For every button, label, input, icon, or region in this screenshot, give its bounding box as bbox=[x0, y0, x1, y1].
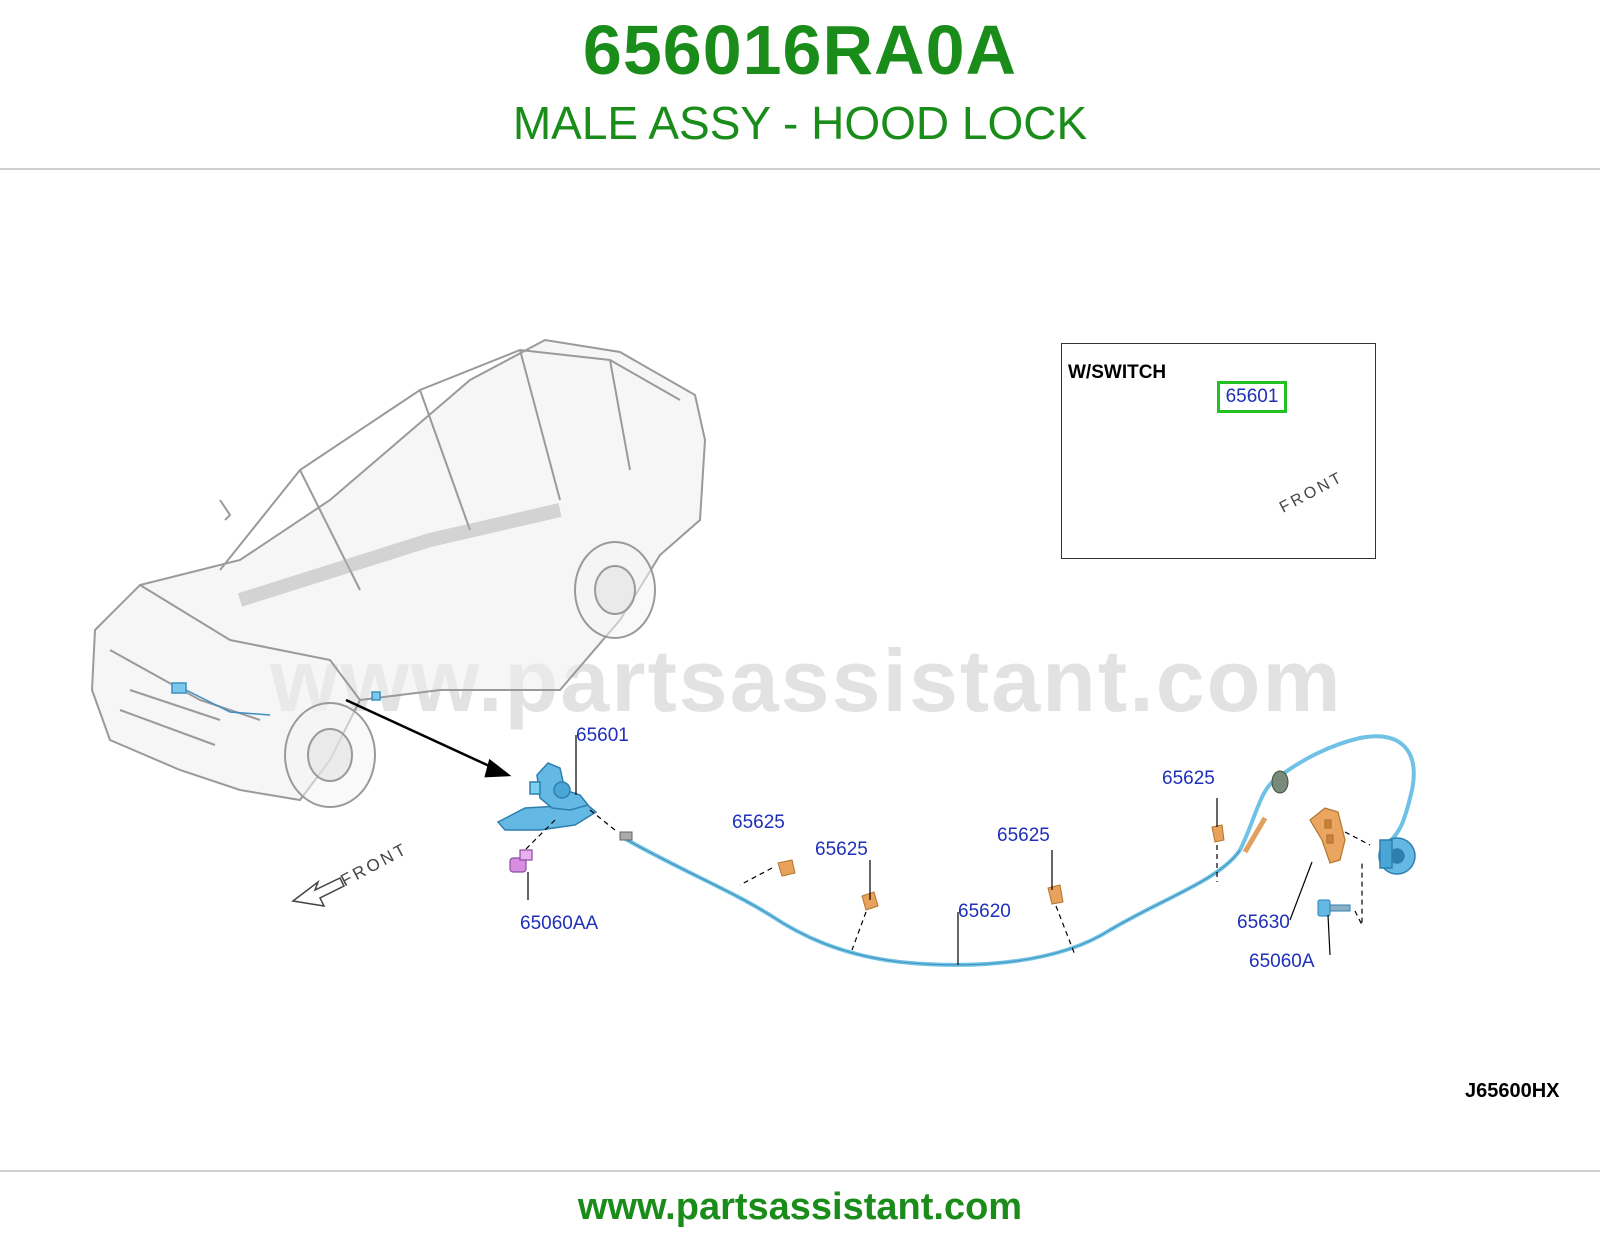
cable-sleeve bbox=[1242, 816, 1268, 854]
inset-callout-highlighted[interactable]: 65601 bbox=[1217, 381, 1287, 413]
bolt-65060A bbox=[1317, 899, 1351, 917]
inset-front-label: FRONT bbox=[1276, 468, 1347, 517]
inset-title: W/SWITCH bbox=[1068, 362, 1167, 383]
page-header: 656016RA0A MALE ASSY - HOOD LOCK bbox=[0, 0, 1600, 168]
bolt-65060AA bbox=[509, 849, 533, 873]
vehicle-illustration bbox=[90, 338, 707, 808]
callout-65625-3[interactable]: 65625 bbox=[997, 825, 1050, 846]
vehicle-hood-lock-marker bbox=[171, 682, 381, 716]
footer-divider bbox=[0, 1170, 1600, 1172]
callout-65601[interactable]: 65601 bbox=[576, 725, 629, 746]
callout-65625-1[interactable]: 65625 bbox=[732, 812, 785, 833]
handle-65630 bbox=[1309, 807, 1346, 864]
inset-w-switch: W/SWITCH FRONT bbox=[1061, 343, 1376, 559]
part-name: MALE ASSY - HOOD LOCK bbox=[512, 97, 1088, 149]
reference-code: J65600HX bbox=[1465, 1080, 1560, 1102]
callout-65060A[interactable]: 65060A bbox=[1249, 951, 1315, 972]
part-number: 656016RA0A bbox=[582, 11, 1018, 89]
header-divider bbox=[0, 168, 1600, 170]
release-handle-part bbox=[1378, 837, 1416, 875]
callout-65620[interactable]: 65620 bbox=[958, 901, 1011, 922]
hood-lock-part bbox=[496, 762, 598, 831]
callout-65060AA[interactable]: 65060AA bbox=[520, 913, 599, 934]
callout-65625-4[interactable]: 65625 bbox=[1162, 768, 1215, 789]
leader-lines bbox=[524, 735, 1371, 965]
hood-release-cable bbox=[619, 734, 1416, 967]
cable-end-fitting bbox=[619, 831, 633, 841]
callout-65625-2[interactable]: 65625 bbox=[815, 839, 868, 860]
front-arrow bbox=[291, 877, 346, 907]
leader-arrow bbox=[345, 698, 512, 778]
footer-url[interactable]: www.partsassistant.com bbox=[577, 1186, 1023, 1228]
callout-65630[interactable]: 65630 bbox=[1237, 912, 1290, 933]
cable-grommet bbox=[1271, 770, 1289, 794]
